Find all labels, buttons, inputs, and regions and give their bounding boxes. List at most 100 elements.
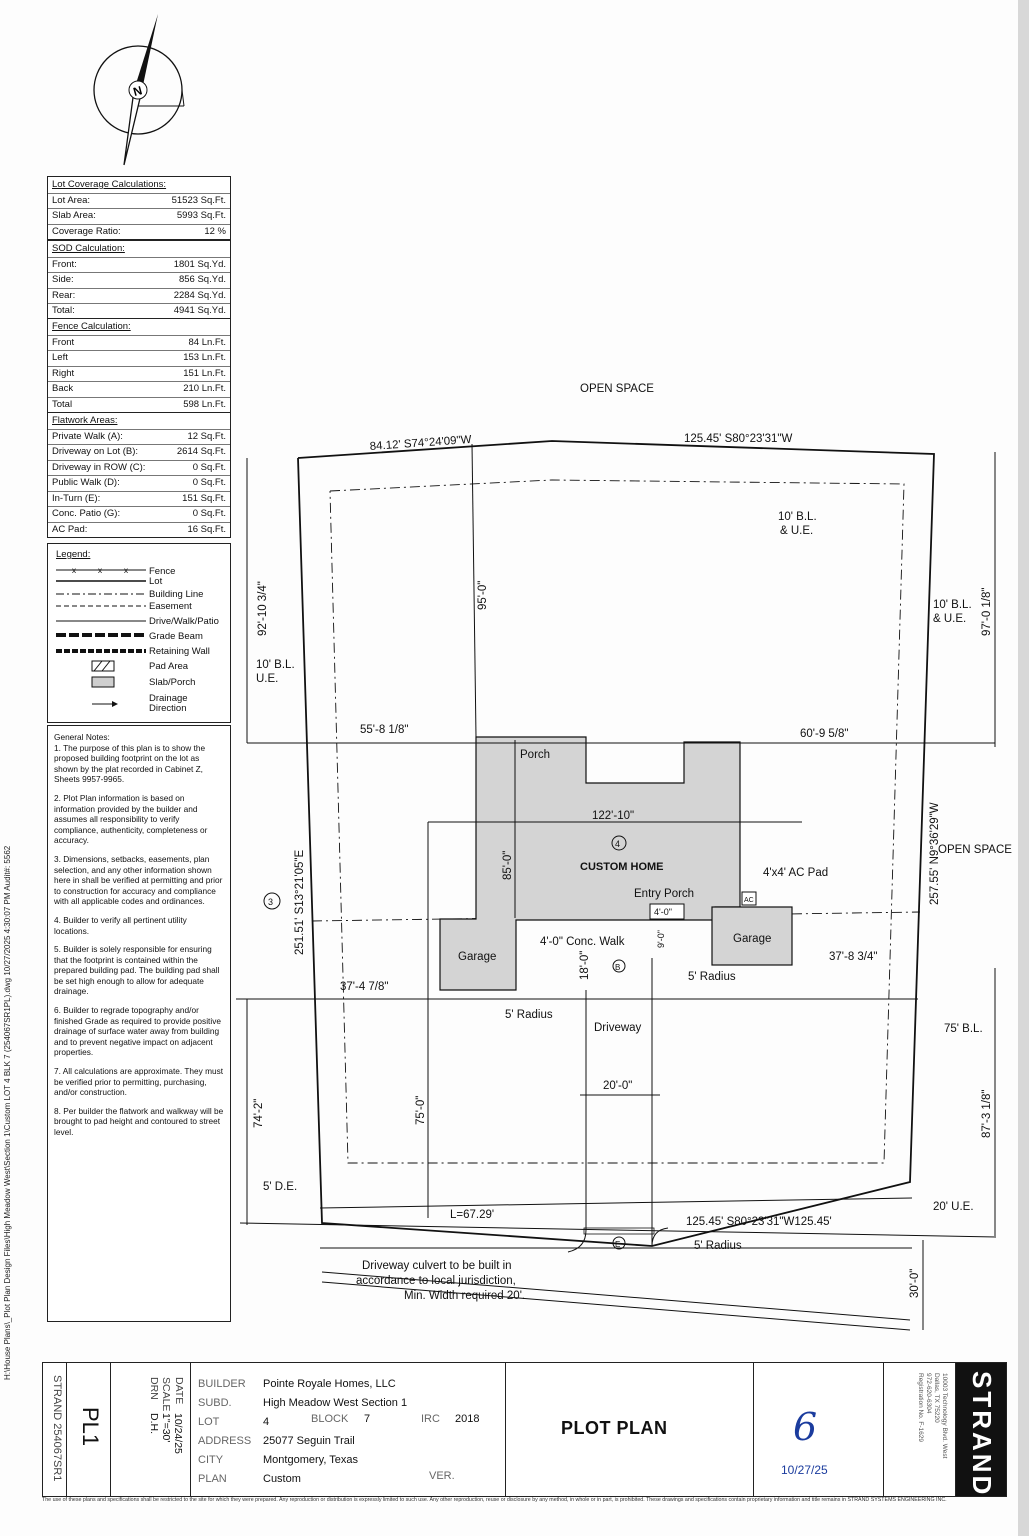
row-value: 1801 Sq.Yd. bbox=[173, 258, 226, 270]
table-row: Conc. Patio (G):0 Sq.Ft. bbox=[48, 506, 230, 522]
dim-122: 122'-10" bbox=[592, 810, 634, 822]
row-label: Private Walk (A): bbox=[52, 430, 123, 442]
rear-bearing-right: 125.45' S80°23'31"W bbox=[684, 433, 792, 445]
legend-item: Grade Beam bbox=[149, 631, 203, 642]
entry-porch bbox=[649, 903, 685, 920]
subd-label: SUBD. bbox=[198, 1397, 232, 1409]
fence-title: Fence Calculation: bbox=[52, 321, 131, 332]
note-item: 7. All calculations are approximate. The… bbox=[54, 1066, 224, 1098]
notes-title: General Notes: bbox=[54, 732, 110, 742]
table-row: AC Pad:16 Sq.Ft. bbox=[48, 521, 230, 538]
table-row: Public Walk (D):0 Sq.Ft. bbox=[48, 475, 230, 491]
tag-e: E bbox=[615, 1240, 620, 1249]
row-label: Driveway on Lot (B): bbox=[52, 446, 139, 457]
row-value: 4941 Sq.Yd. bbox=[173, 305, 226, 316]
legend-item: Lot bbox=[149, 576, 163, 587]
table-row: Rear:2284 Sq.Yd. bbox=[48, 287, 230, 304]
flatwork-table: Flatwork Areas: Private Walk (A): 12 Sq.F… bbox=[47, 412, 231, 538]
block-label: BLOCK bbox=[311, 1413, 349, 1425]
note-item: 3. Dimensions, setbacks, easements, plan… bbox=[54, 853, 223, 907]
legend-item: Pad Area bbox=[149, 661, 189, 672]
general-notes: General Notes: 1. The purpose of this pl… bbox=[47, 725, 231, 1322]
project-values: Pointe Royale Homes, LLC High Meadow Wes… bbox=[263, 1375, 407, 1489]
title-block: STRAND 254067SR1 PL1 DATE 10/24/25 SCALE… bbox=[42, 1362, 1007, 1497]
approval-date: 10/27/25 bbox=[781, 1463, 828, 1477]
garage-right-slab bbox=[711, 906, 793, 966]
entry-porch-label: Entry Porch bbox=[634, 888, 694, 900]
table-row: Coverage Ratio:12 % bbox=[48, 223, 230, 240]
irc-label: IRC bbox=[421, 1413, 440, 1425]
home-number: 4 bbox=[615, 839, 620, 849]
table-row: In-Turn (E): 151 Sq.Ft. bbox=[48, 490, 230, 507]
open-space-top: OPEN SPACE bbox=[580, 383, 654, 395]
curve-length: L=67.29' bbox=[450, 1209, 494, 1221]
drn-value: D.H. bbox=[148, 1413, 160, 1434]
approval-mark: 6 bbox=[793, 1405, 818, 1449]
city-label: CITY bbox=[198, 1454, 224, 1466]
file-path: H:\House Plans\_Plot Plan Design Files\H… bbox=[3, 845, 12, 1380]
svg-text:x: x bbox=[124, 566, 128, 575]
lot-label: LOT bbox=[198, 1416, 220, 1428]
disclaimer: The use of these plans and specification… bbox=[42, 1497, 947, 1503]
dim-95: 95'-0" bbox=[477, 581, 489, 610]
lot-value: 4 bbox=[263, 1416, 270, 1428]
note-item: 4. Builder to verify all pertinent utili… bbox=[54, 914, 187, 936]
legend-item: Fence bbox=[149, 566, 176, 577]
north-label: N bbox=[132, 83, 144, 99]
legend-item: Slab/Porch bbox=[149, 677, 196, 688]
conc-walk-label: 4'-0" Conc. Walk bbox=[540, 936, 625, 948]
row-label: Lot Area: bbox=[52, 194, 91, 206]
adjacent-lot-number: 3 bbox=[268, 897, 273, 907]
front-bearing: 125.45' S80°23'31"W125.45' bbox=[686, 1216, 832, 1228]
row-label: Slab Area: bbox=[52, 210, 96, 221]
row-label: Total: bbox=[52, 305, 75, 316]
row-value: 0 Sq.Ft. bbox=[192, 461, 226, 473]
ac-label: AC bbox=[744, 897, 754, 904]
scan-edge bbox=[1018, 0, 1029, 1536]
company-logo: STRAND bbox=[967, 1371, 997, 1498]
lot-coverage-table: Lot Coverage Calculations: Lot Area:5152… bbox=[47, 176, 231, 240]
legend-item: Retaining Wall bbox=[149, 646, 210, 657]
dim-75: 75'-0" bbox=[415, 1096, 427, 1125]
row-label: Right bbox=[52, 367, 75, 379]
bl-ue-top: 10' B.L.& U.E. bbox=[778, 511, 817, 537]
de-5: 5' D.E. bbox=[263, 1181, 297, 1193]
tag-b: B bbox=[615, 963, 620, 972]
row-value: 598 Ln.Ft. bbox=[183, 398, 226, 410]
bl-75: 75' B.L. bbox=[944, 1023, 983, 1035]
dim-85: 85'-0" bbox=[502, 851, 514, 880]
home-label: CUSTOM HOME bbox=[580, 861, 664, 873]
bl-ue-right: 10' B.L.& U.E. bbox=[933, 599, 972, 625]
legend-item: Building Line bbox=[149, 589, 204, 600]
row-value: 856 Sq.Yd. bbox=[178, 274, 226, 285]
row-value: 151 Sq.Ft. bbox=[182, 492, 226, 504]
company-address: 10003 Technology Blvd. West Dallas, TX 7… bbox=[917, 1373, 948, 1459]
row-value: 0 Sq.Ft. bbox=[192, 508, 226, 519]
dim-97-right: 97'-0 1/8" bbox=[981, 588, 993, 636]
radius-street: 5' Radius bbox=[694, 1240, 742, 1252]
svg-text:x: x bbox=[98, 566, 102, 575]
builder-label: BUILDER bbox=[198, 1378, 246, 1390]
legend-item: Drive/Walk/Patio bbox=[149, 616, 219, 627]
row-value: 5993 Sq.Ft. bbox=[176, 210, 226, 221]
flatwork-title: Flatwork Areas: bbox=[52, 415, 118, 426]
row-label: Side: bbox=[52, 274, 74, 285]
row-value: 151 Ln.Ft. bbox=[183, 367, 226, 379]
legend-item: Drainage Direction bbox=[149, 693, 188, 714]
drawing-title: PLOT PLAN bbox=[561, 1418, 668, 1438]
table-row: Side: 856 Sq.Yd. bbox=[48, 272, 230, 288]
porch-label: Porch bbox=[520, 749, 550, 761]
row-value: 12 Sq.Ft. bbox=[187, 430, 226, 442]
walk-length: 9'-0" bbox=[656, 930, 666, 948]
sheet-number: PL1 bbox=[78, 1407, 103, 1447]
row-label: In-Turn (E): bbox=[52, 492, 101, 504]
ver-label: VER. bbox=[429, 1470, 455, 1482]
row-label: Driveway in ROW (C): bbox=[52, 461, 146, 473]
